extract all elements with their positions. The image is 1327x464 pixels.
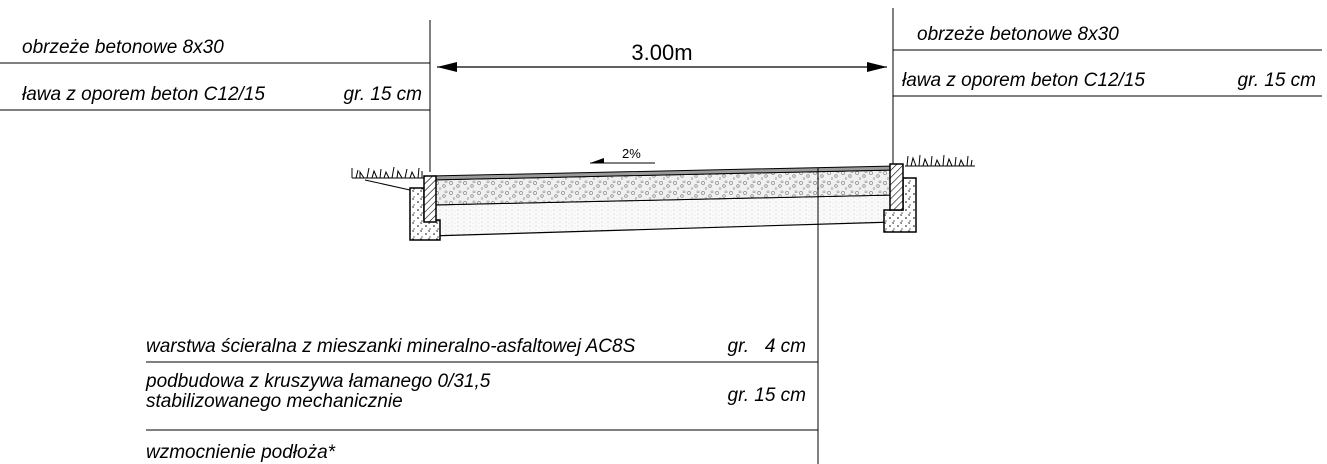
left-curb-label: obrzeże betonowe 8x30	[22, 37, 224, 58]
layer-base-name-line1: podbudowa z kruszywa łamanego 0/31,5	[145, 371, 491, 392]
right-callout: obrzeże betonowe 8x30 ława z oporem beto…	[892, 8, 1322, 172]
slope-indicator: 2%	[590, 146, 655, 164]
right-concrete-edging	[889, 163, 904, 211]
width-dimension: 3.00m	[437, 40, 887, 72]
right-bench-thickness: gr. 15 cm	[1238, 70, 1317, 91]
dimension-value: 3.00m	[631, 40, 692, 65]
dimension-arrow-left	[437, 62, 457, 72]
layer-wearing-course-name: warstwa ścieralna z mieszanki mineralno-…	[146, 336, 636, 357]
layer-base-name-line2: stabilizowanego mechanicznie	[146, 391, 403, 412]
layer-callout: warstwa ścieralna z mieszanki mineralno-…	[145, 168, 819, 464]
right-curb	[883, 163, 917, 233]
slope-value: 2%	[622, 146, 641, 161]
layer-base-thickness: gr. 15 cm	[728, 385, 807, 406]
right-bench-label: ława z oporem beton C12/15	[902, 70, 1145, 91]
left-concrete-edging	[423, 175, 437, 223]
dimension-arrow-right	[867, 62, 887, 72]
ground-right	[905, 154, 975, 167]
slope-arrow	[590, 158, 604, 163]
left-bench-thickness: gr. 15 cm	[344, 84, 423, 105]
pavement-structure	[429, 165, 894, 237]
layer-wearing-course-thickness: gr. 4 cm	[728, 336, 806, 357]
left-curb	[409, 175, 441, 241]
left-callout: obrzeże betonowe 8x30 ława z oporem beto…	[0, 20, 431, 172]
left-bench-label: ława z oporem beton C12/15	[22, 84, 265, 105]
right-curb-label: obrzeże betonowe 8x30	[917, 24, 1119, 45]
ground-left	[351, 166, 425, 191]
layer-subgrade-name: wzmocnienie podłoża*	[146, 442, 336, 463]
